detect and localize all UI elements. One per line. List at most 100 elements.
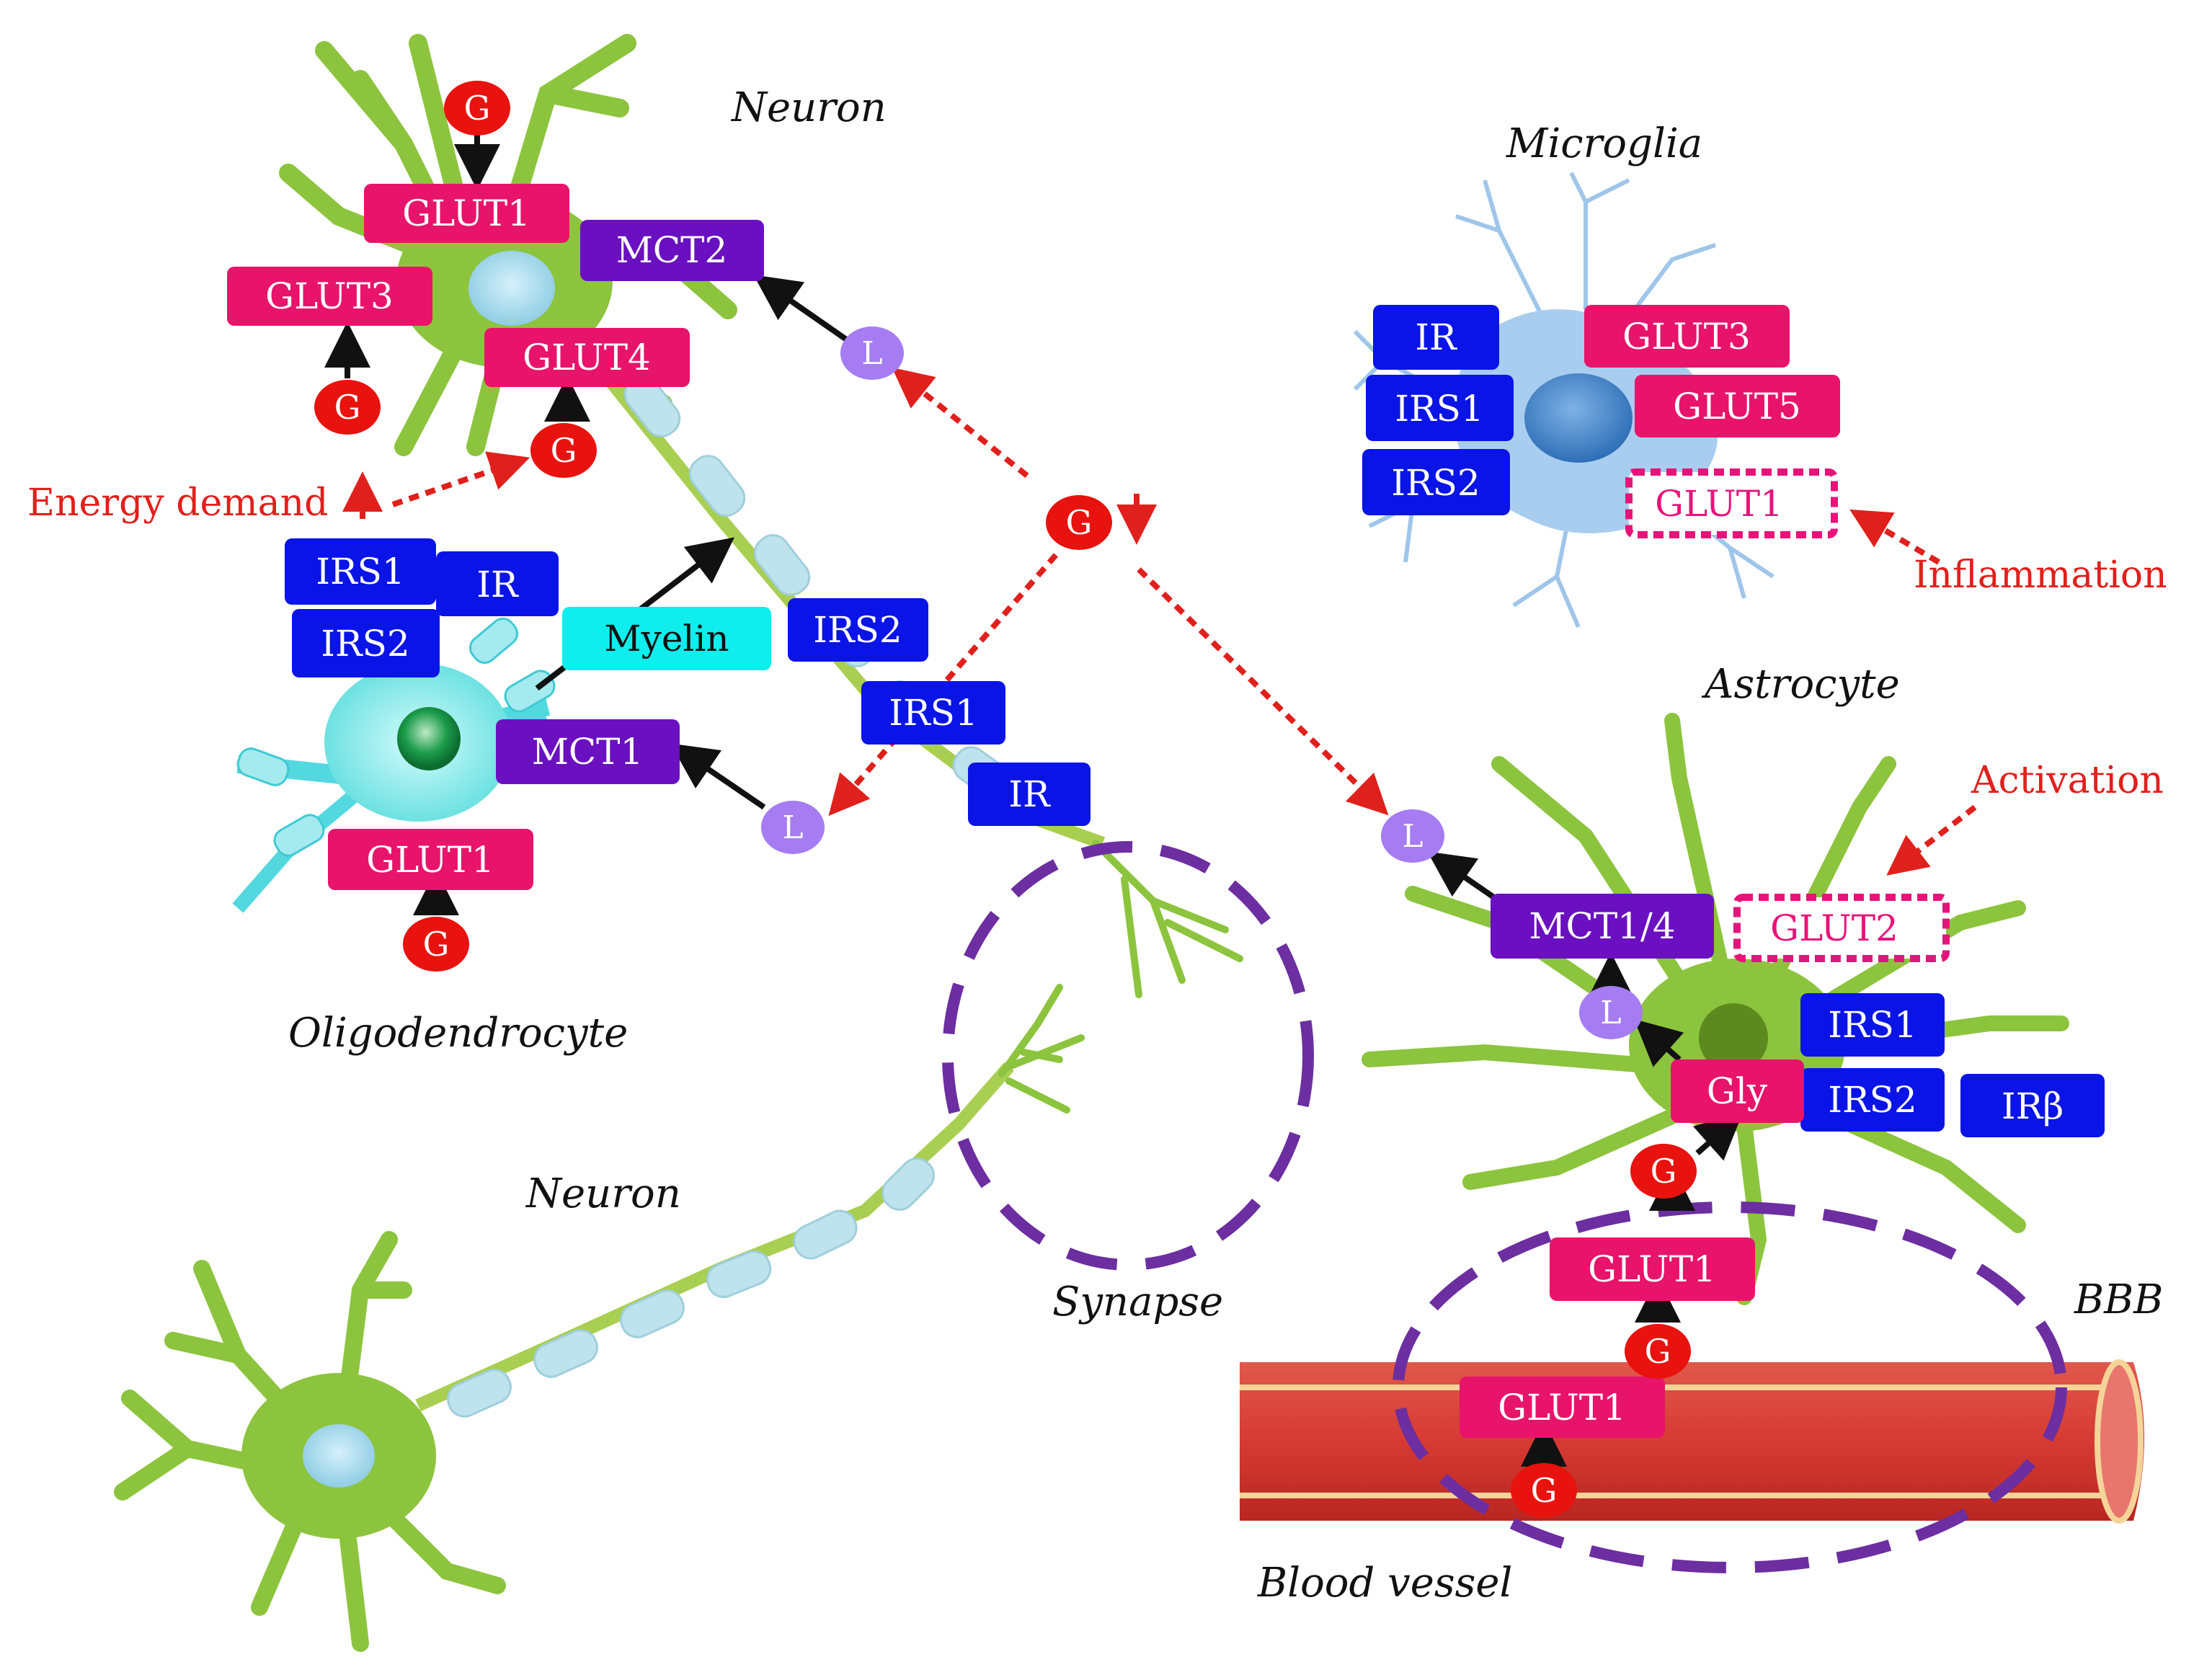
svg-text:IR: IR: [476, 564, 519, 605]
glucose-molecule: G: [530, 423, 597, 478]
neuron-top-label: Neuron: [730, 84, 887, 131]
astrocyte-gly-box: Gly: [1671, 1059, 1804, 1123]
microglia-label: Microglia: [1506, 120, 1702, 167]
svg-text:GLUT1: GLUT1: [366, 839, 494, 881]
svg-text:GLUT2: GLUT2: [1770, 907, 1898, 949]
svg-text:L: L: [782, 809, 803, 846]
svg-text:IR: IR: [1008, 773, 1051, 815]
dashed-arrows: [391, 368, 1977, 876]
lactate-molecule: L: [840, 326, 904, 380]
microglia-glut1-box: GLUT1: [1625, 468, 1838, 538]
svg-text:IRS1: IRS1: [1828, 1004, 1916, 1046]
oligo-irs2-box: IRS2: [292, 609, 440, 677]
oligo-glut1-box: GLUT1: [328, 829, 533, 890]
svg-text:L: L: [1402, 818, 1423, 855]
svg-text:GLUT1: GLUT1: [1588, 1248, 1716, 1290]
svg-text:IRS2: IRS2: [1828, 1079, 1916, 1121]
svg-text:IRS1: IRS1: [1395, 388, 1483, 430]
astrocyte-glut1-box: GLUT1: [1550, 1237, 1755, 1301]
svg-text:Myelin: Myelin: [604, 618, 729, 659]
svg-text:IRβ: IRβ: [2002, 1085, 2064, 1127]
svg-text:IRS1: IRS1: [316, 551, 404, 592]
astrocyte-label: Astrocyte: [1701, 661, 1900, 708]
energy-demand-label: Energy demand: [27, 481, 328, 525]
astrocyte-cell: [1362, 713, 2069, 1305]
neuron-glut1-box: GLUT1: [364, 184, 569, 243]
svg-text:GLUT5: GLUT5: [1673, 386, 1801, 427]
microglia-glut5-box: GLUT5: [1635, 375, 1840, 437]
oligo-irs1-box: IRS1: [285, 538, 436, 605]
oligo-myelin-box: Myelin: [562, 607, 771, 670]
svg-text:GLUT1: GLUT1: [402, 192, 530, 234]
svg-text:L: L: [1600, 995, 1621, 1031]
vessel-glut1-box: GLUT1: [1460, 1377, 1665, 1438]
bbb-label: BBB: [2074, 1276, 2163, 1323]
neuron-ir-box: IR: [968, 763, 1091, 826]
oligodendrocyte-cell: [232, 617, 556, 913]
glucose-molecule: G: [1046, 495, 1112, 550]
glucose-molecule: G: [1511, 1463, 1577, 1518]
svg-text:IRS2: IRS2: [813, 609, 902, 651]
svg-text:G: G: [334, 388, 361, 427]
svg-text:G: G: [1651, 1152, 1677, 1191]
lactate-molecule: L: [761, 801, 825, 854]
svg-text:MCT1/4: MCT1/4: [1529, 905, 1675, 947]
svg-text:G: G: [1531, 1471, 1558, 1510]
microglia-ir-box: IR: [1373, 305, 1499, 370]
svg-text:G: G: [1066, 503, 1093, 542]
svg-text:L: L: [861, 335, 882, 372]
svg-text:G: G: [551, 431, 577, 470]
astrocyte-irbeta-box: IRβ: [1960, 1074, 2105, 1137]
svg-text:G: G: [423, 925, 450, 964]
svg-text:IRS2: IRS2: [1391, 462, 1480, 504]
neuron-top-nucleus: [468, 251, 555, 326]
glucose-molecule: G: [444, 81, 510, 135]
neuron-glut4-box: GLUT4: [484, 328, 690, 387]
astrocyte-nucleus: [1699, 1003, 1768, 1072]
svg-text:GLUT3: GLUT3: [1622, 316, 1751, 357]
svg-text:G: G: [464, 89, 491, 128]
neuron-glut3-box: GLUT3: [227, 267, 432, 326]
svg-text:IRS2: IRS2: [321, 623, 409, 665]
lactate-molecule: L: [1381, 809, 1444, 863]
microglia-glut3-box: GLUT3: [1584, 305, 1790, 368]
neuron-irs1-box: IRS1: [861, 681, 1005, 745]
glucose-molecules: G G G G G G G G: [314, 81, 1697, 1518]
neuron-bottom-nucleus: [303, 1424, 375, 1488]
svg-text:MCT1: MCT1: [532, 731, 644, 773]
svg-text:MCT2: MCT2: [616, 229, 728, 271]
lactate-molecule: L: [1579, 986, 1643, 1039]
svg-text:GLUT3: GLUT3: [265, 275, 394, 317]
glucose-molecule: G: [314, 380, 381, 435]
increase-arrows: [342, 471, 1157, 545]
svg-text:G: G: [1645, 1332, 1671, 1371]
svg-text:IRS1: IRS1: [889, 692, 977, 734]
blood-vessel-label: Blood vessel: [1257, 1560, 1512, 1606]
microglia-nucleus: [1524, 373, 1633, 463]
astrocyte-irs1-box: IRS1: [1800, 993, 1945, 1057]
microglia-irs1-box: IRS1: [1366, 375, 1514, 441]
neuron-bottom-myelin-sheath: [447, 1157, 935, 1418]
neuron-irs2-box: IRS2: [788, 598, 928, 662]
activation-label: Activation: [1971, 759, 2164, 802]
astrocyte-irs2-box: IRS2: [1800, 1068, 1945, 1132]
neuron-bottom-cell: [114, 984, 1085, 1652]
astrocyte-glut2-box: GLUT2: [1733, 894, 1950, 962]
synapse-circle: [942, 841, 1314, 1271]
blood-vessel: [1240, 1359, 2144, 1524]
oligodendrocyte-label: Oligodendrocyte: [288, 1010, 628, 1057]
svg-text:Gly: Gly: [1707, 1070, 1768, 1112]
svg-text:GLUT4: GLUT4: [523, 337, 651, 378]
glucose-molecule: G: [403, 917, 469, 972]
astrocyte-mct-box: MCT1/4: [1491, 894, 1714, 959]
oligo-ir-box: IR: [436, 551, 559, 616]
neuron-mct2-box: MCT2: [580, 220, 764, 281]
synapse-label: Synapse: [1052, 1279, 1223, 1325]
svg-text:GLUT1: GLUT1: [1655, 483, 1783, 525]
inflammation-label: Inflammation: [1914, 554, 2167, 597]
bbb-circle: [1393, 1201, 2067, 1573]
neuron-bottom-label: Neuron: [525, 1170, 681, 1217]
lactate-molecules: L L L L: [761, 326, 1643, 1039]
svg-text:GLUT1: GLUT1: [1498, 1387, 1626, 1428]
glucose-molecule: G: [1625, 1324, 1691, 1379]
